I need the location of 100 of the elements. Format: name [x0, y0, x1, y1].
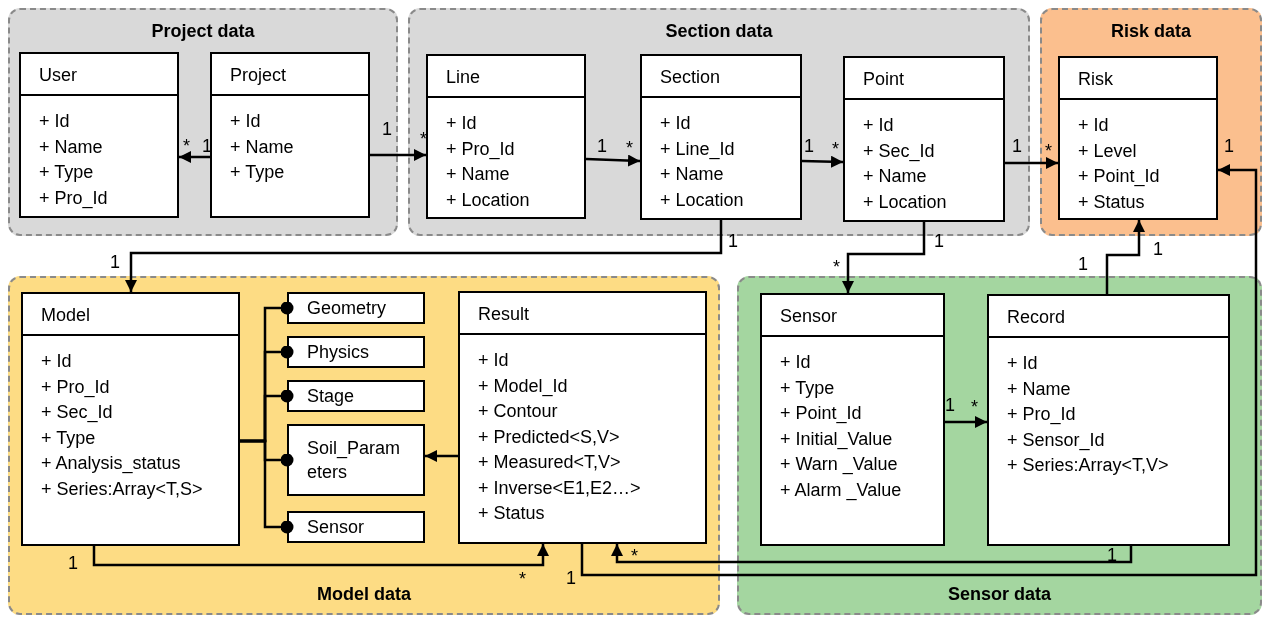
- multiplicity-label: *: [519, 569, 526, 589]
- class-attribute: + Name: [660, 163, 724, 186]
- association-arrow: [125, 220, 723, 292]
- class-attribute: + Type: [780, 376, 835, 400]
- association-arrow: [842, 222, 926, 293]
- multiplicity-label: 1: [1078, 254, 1088, 274]
- class-attribute: + Location: [863, 190, 947, 214]
- class-box: [1058, 56, 1218, 220]
- association-arrow: [370, 149, 426, 161]
- component-box: [287, 511, 425, 543]
- class-attribute: + Series:Array<T,S>: [41, 477, 203, 501]
- multiplicity-label: *: [1045, 141, 1052, 161]
- component-label: Physics: [307, 341, 369, 364]
- class-box: [19, 52, 179, 218]
- class-attribute: + Location: [446, 188, 530, 212]
- class-attribute: + Id: [446, 112, 477, 135]
- class-attribute: + Sensor_Id: [1007, 428, 1105, 453]
- class-attribute: + Pro_Id: [41, 375, 110, 400]
- class-attribute: + Name: [446, 163, 510, 186]
- class-box: [21, 292, 240, 546]
- component-box: [287, 424, 425, 496]
- class-attribute: + Name: [863, 165, 927, 188]
- class-attribute: + Contour: [478, 400, 558, 423]
- class-name: Point: [863, 68, 905, 90]
- class-attribute: + Type: [41, 426, 96, 450]
- class-attribute: + Name: [39, 135, 103, 159]
- multiplicity-label: 1: [566, 568, 576, 588]
- class-attribute: + Id: [863, 114, 894, 137]
- class-attribute: + Inverse<E1,E2…>: [478, 476, 641, 500]
- class-attribute: + Alarm _Value: [780, 478, 902, 503]
- class-attribute: + Id: [39, 110, 70, 133]
- class-name: Sensor: [780, 305, 838, 327]
- class-attribute: + Id: [1078, 114, 1109, 137]
- class-name: Project: [230, 64, 287, 86]
- class-attribute: + Id: [478, 349, 509, 372]
- package-panel: [408, 8, 1030, 236]
- component-box: [287, 336, 425, 368]
- component-box: [287, 292, 425, 324]
- association-arrow: [585, 154, 641, 167]
- class-box: [426, 54, 586, 219]
- class-attribute: + Id: [1007, 352, 1038, 375]
- class-box: [760, 293, 945, 546]
- class-name: Result: [478, 303, 530, 325]
- class-attribute: + Id: [660, 112, 691, 135]
- class-box: [843, 56, 1005, 222]
- association-arrow: [945, 416, 987, 428]
- class-attribute: + Point_Id: [780, 402, 862, 426]
- class-box: [987, 294, 1230, 546]
- multiplicity-label: 1: [597, 136, 607, 156]
- class-attribute: + Name: [230, 135, 294, 159]
- class-attribute: + Pro_Id: [39, 186, 108, 211]
- association-arrow: [92, 544, 549, 567]
- class-attribute: + Point_Id: [1078, 165, 1160, 189]
- class-attribute: + Location: [660, 188, 744, 212]
- class-name: Risk: [1078, 68, 1113, 90]
- package-title: Project data: [151, 20, 255, 42]
- multiplicity-label: 1: [934, 231, 944, 251]
- component-label: Sensor: [307, 516, 365, 539]
- association-arrow: [1105, 220, 1145, 294]
- multiplicity-label: 1: [728, 231, 738, 251]
- multiplicity-label: 1: [1107, 545, 1117, 565]
- class-attribute: + Status: [1078, 190, 1145, 214]
- association-arrow: [801, 155, 844, 168]
- class-attribute: + Analysis_status: [41, 452, 181, 476]
- multiplicity-label: *: [626, 138, 633, 158]
- class-attribute: + Series:Array<T,V>: [1007, 454, 1169, 477]
- multiplicity-label: 1: [202, 136, 212, 156]
- class-name: Record: [1007, 306, 1066, 328]
- class-attribute: + Initial_Value: [780, 427, 893, 452]
- class-box: [458, 291, 707, 544]
- composition-connector: [240, 439, 294, 534]
- class-attribute: + Line_Id: [660, 137, 735, 162]
- package-panel: [8, 276, 720, 615]
- class-name: Model: [41, 304, 91, 326]
- multiplicity-label: 1: [1012, 136, 1022, 156]
- association-arrow: [425, 450, 458, 462]
- class-attribute: + Sec_Id: [41, 401, 113, 425]
- class-attribute: + Id: [41, 350, 72, 373]
- class-attribute: + Measured<T,V>: [478, 451, 621, 474]
- multiplicity-label: *: [971, 397, 978, 417]
- package-title: Section data: [665, 20, 773, 42]
- class-attribute: + Sec_Id: [863, 139, 935, 164]
- multiplicity-label: 1: [945, 395, 955, 415]
- class-attribute: + Model_Id: [478, 374, 568, 399]
- package-panel: [8, 8, 398, 236]
- multiplicity-label: *: [833, 257, 840, 277]
- class-attribute: + Warn _Value: [780, 453, 898, 477]
- multiplicity-label: *: [631, 546, 638, 566]
- multiplicity-label: *: [832, 139, 839, 159]
- class-attribute: + Pro_Id: [446, 137, 515, 162]
- multiplicity-label: 1: [1153, 239, 1163, 259]
- multiplicity-label: 1: [1224, 136, 1234, 156]
- class-attribute: + Type: [230, 161, 285, 184]
- package-panel: [1040, 8, 1262, 236]
- component-label: Geometry: [307, 297, 387, 320]
- package-panel: [737, 276, 1262, 615]
- class-attribute: + Pro_Id: [1007, 403, 1076, 427]
- multiplicity-label: 1: [804, 136, 814, 156]
- association-arrow: [580, 164, 1258, 577]
- class-attribute: + Level: [1078, 139, 1137, 163]
